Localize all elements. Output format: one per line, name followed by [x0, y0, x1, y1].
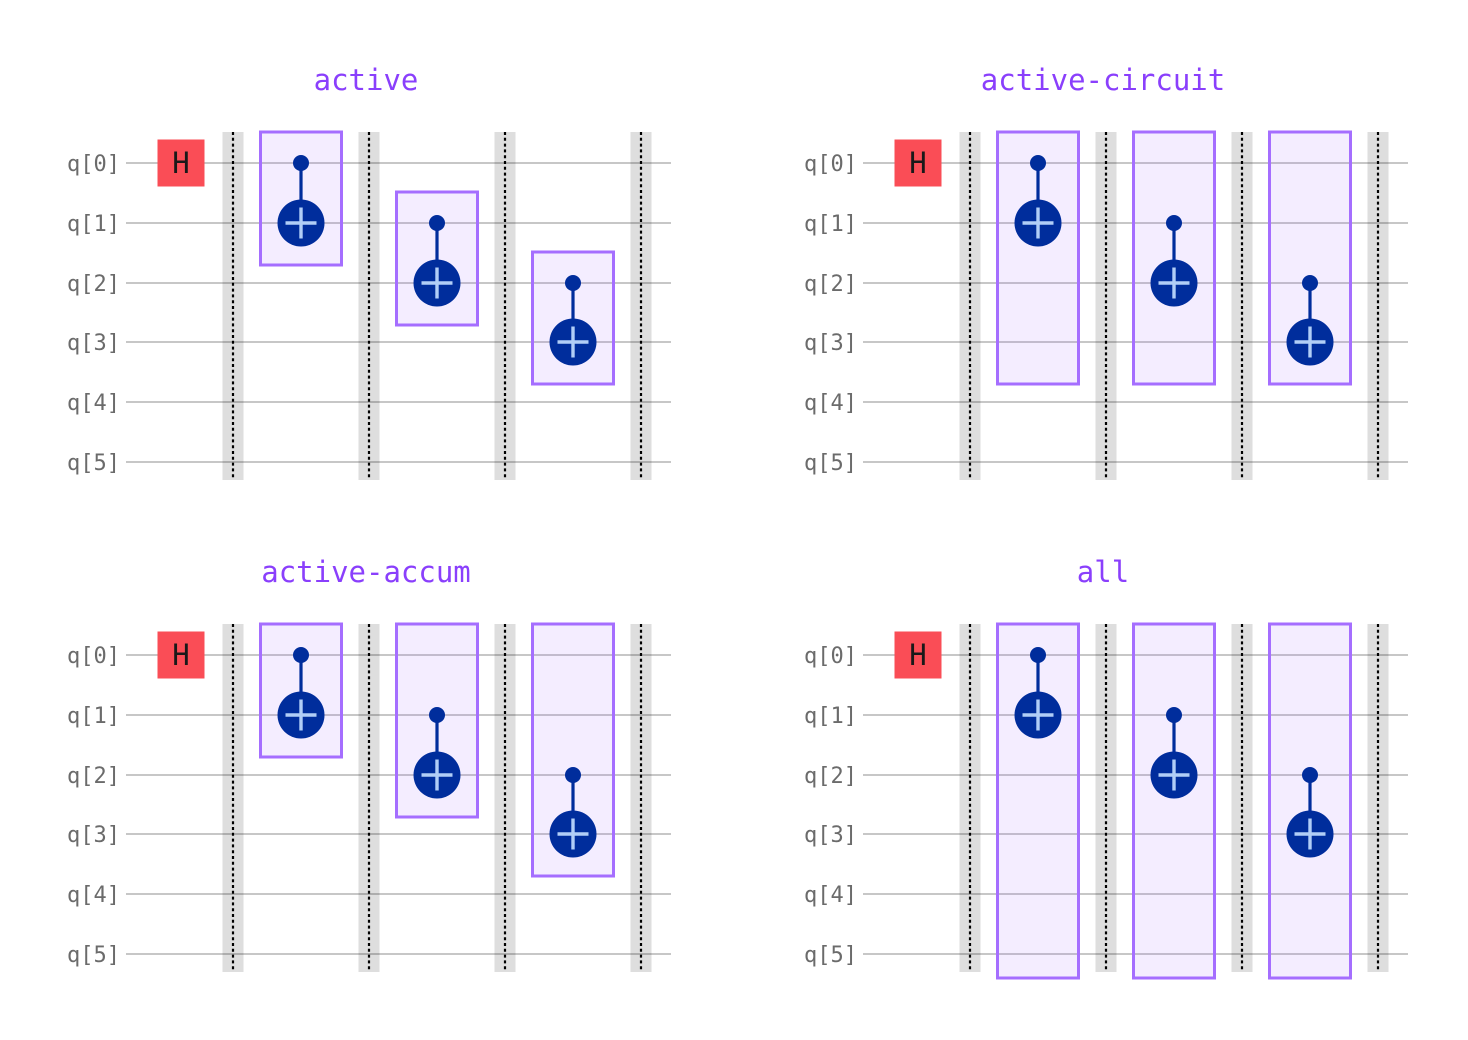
circuit-panel: q[0] q[1] q[2] q[3] q[4] q[5] H: [804, 622, 1408, 980]
qubit-label: q[4]: [67, 883, 120, 908]
h-gate-label: H: [909, 638, 926, 672]
control-dot: [1302, 275, 1318, 291]
qubit-label: q[3]: [67, 823, 120, 848]
control-dot: [293, 155, 309, 171]
qubit-label: q[4]: [804, 883, 857, 908]
highlight-box: [1132, 130, 1216, 386]
panel-title-bottom-right: all: [1076, 555, 1130, 589]
circuit-panel: q[0] q[1] q[2] q[3] q[4] q[5] H: [804, 130, 1408, 480]
cnot-gate: [1150, 707, 1198, 799]
h-gate: H: [894, 631, 942, 679]
cnot-gate: [1014, 647, 1062, 739]
highlight-box: [1132, 622, 1216, 980]
qubit-label: q[2]: [804, 272, 857, 297]
circuit-panel: q[0] q[1] q[2] q[3] q[4] q[5] H: [67, 622, 671, 972]
qubit-label: q[0]: [804, 152, 857, 177]
cnot-gate: [277, 155, 325, 247]
cnot-gate: [1286, 275, 1334, 366]
qubit-label: q[2]: [67, 272, 120, 297]
cnot-gate: [413, 215, 461, 307]
barrier: [1231, 132, 1253, 480]
qubit-label: q[5]: [67, 943, 120, 968]
qubit-label: q[3]: [67, 331, 120, 356]
control-dot: [1030, 647, 1046, 663]
qubit-label: q[1]: [67, 704, 120, 729]
qubit-label: q[3]: [804, 331, 857, 356]
cnot-gate: [1014, 155, 1062, 247]
control-dot: [293, 647, 309, 663]
cnot-gate: [1286, 767, 1334, 858]
h-gate-label: H: [909, 146, 926, 180]
control-dot: [1166, 707, 1182, 723]
qubit-label: q[1]: [804, 704, 857, 729]
qubit-label: q[0]: [67, 152, 120, 177]
cnot-gate: [549, 767, 597, 858]
barrier: [358, 132, 380, 480]
qubit-label: q[4]: [804, 391, 857, 416]
h-gate: H: [157, 139, 205, 187]
qubit-label: q[0]: [804, 644, 857, 669]
barrier: [358, 624, 380, 972]
circuit-panel: q[0] q[1] q[2] q[3] q[4] q[5] H: [67, 130, 671, 480]
panel-title-bottom-left: active-accum: [261, 555, 471, 589]
h-gate-box: [157, 631, 205, 679]
cnot-gate: [413, 707, 461, 799]
qubit-label: q[0]: [67, 644, 120, 669]
cnot-gate: [549, 275, 597, 366]
control-dot: [565, 275, 581, 291]
control-dot: [1166, 215, 1182, 231]
barrier: [959, 132, 981, 480]
h-gate: H: [894, 139, 942, 187]
qubit-label: q[4]: [67, 391, 120, 416]
qubit-label: q[2]: [804, 764, 857, 789]
h-gate-label: H: [172, 146, 189, 180]
h-gate-box: [157, 139, 205, 187]
barrier: [222, 132, 244, 480]
qubit-label: q[2]: [67, 764, 120, 789]
cnot-gate: [1150, 215, 1198, 307]
barrier: [630, 132, 652, 480]
barrier: [494, 132, 516, 480]
qubit-label: q[5]: [804, 451, 857, 476]
barrier: [222, 624, 244, 972]
panel-title-top-right: active-circuit: [980, 63, 1226, 97]
barrier: [1095, 132, 1117, 480]
h-gate-label: H: [172, 638, 189, 672]
h-gate: H: [157, 631, 205, 679]
barrier: [1231, 624, 1253, 972]
barrier: [1367, 132, 1389, 480]
barrier: [959, 624, 981, 972]
barrier: [494, 624, 516, 972]
control-dot: [1030, 155, 1046, 171]
control-dot: [1302, 767, 1318, 783]
barrier: [1367, 624, 1389, 972]
qubit-label: q[5]: [804, 943, 857, 968]
qubit-label: q[3]: [804, 823, 857, 848]
h-gate-box: [894, 631, 942, 679]
h-gate-box: [894, 139, 942, 187]
qubit-label: q[1]: [67, 212, 120, 237]
panel-title-top-left: active: [313, 63, 419, 97]
control-dot: [429, 707, 445, 723]
cnot-gate: [277, 647, 325, 739]
qubit-label: q[1]: [804, 212, 857, 237]
barrier: [630, 624, 652, 972]
control-dot: [429, 215, 445, 231]
qubit-label: q[5]: [67, 451, 120, 476]
barrier: [1095, 624, 1117, 972]
control-dot: [565, 767, 581, 783]
